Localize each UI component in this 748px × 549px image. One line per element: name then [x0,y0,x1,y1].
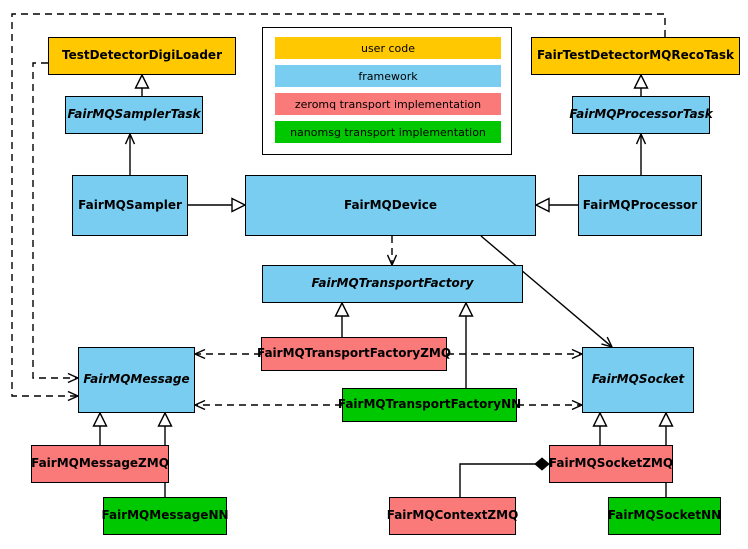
class-box-fairmqsamplertask[interactable]: FairMQSamplerTask [65,96,203,134]
class-box-fairmqtransportfactory[interactable]: FairMQTransportFactory [262,265,523,303]
class-name-label: FairMQMessageZMQ [31,456,169,471]
class-box-fairmqtransportfactoryzmq[interactable]: FairMQTransportFactoryZMQ [257,337,451,371]
edge-line [480,235,611,347]
legend-item-label: user code [360,41,416,55]
open-arrowhead [571,399,584,411]
class-name-label: FairMQSocketZMQ [548,456,674,471]
generalization-arrowhead [658,411,674,427]
generalization-arrowhead [157,411,173,427]
class-box-fairmqmessagenn[interactable]: FairMQMessageNN [101,497,229,535]
class-name-label: FairMQSamplerTask [67,107,201,122]
class-box-fairmqcontextzmq[interactable]: FairMQContextZMQ [387,497,518,535]
class-name-label: FairMQTransportFactoryZMQ [256,346,452,361]
class-box-fairmqmessage[interactable]: FairMQMessage [78,347,195,413]
open-arrowhead [193,348,206,360]
class-box-fairtestdetectormqrecotask[interactable]: FairTestDetectorMQRecoTask [531,37,740,75]
class-name-label: FairMQProcessor [582,197,698,212]
legend-item-zeromq: zeromq transport implementation [275,93,501,115]
edge-line [459,463,535,497]
class-name-label: FairMQMessage [83,372,190,387]
class-box-fairmqdevice[interactable]: FairMQDevice [245,175,536,236]
legend-item-label: zeromq transport implementation [294,97,482,111]
edge-line [11,13,666,397]
class-name-label: FairTestDetectorMQRecoTask [537,48,734,63]
class-name-label: FairMQTransportFactoryNN [337,397,522,412]
generalization-arrowhead [633,73,649,89]
class-name-label: FairMQTransportFactory [311,276,474,291]
class-name-label: FairMQSocket [591,372,685,387]
composition-diamond [534,457,550,471]
generalization-arrowhead [134,73,150,89]
open-arrowhead [386,254,398,267]
class-name-label: FairMQDevice [343,197,438,212]
class-box-fairmqsocketnn[interactable]: FairMQSocketNN [608,497,721,535]
edge-line [32,62,76,379]
class-box-fairmqprocessor[interactable]: FairMQProcessor [578,175,702,236]
legend-item-label: nanomsg transport implementation [290,125,486,139]
class-box-fairmqmessagezmq[interactable]: FairMQMessageZMQ [31,445,169,483]
class-name-label: FairMQMessageNN [101,508,229,523]
legend-item-nanomsg: nanomsg transport implementation [275,121,501,143]
class-box-fairmqsocketzmq[interactable]: FairMQSocketZMQ [549,445,673,483]
generalization-arrowhead [92,411,108,427]
class-box-fairmqtransportfactorynn[interactable]: FairMQTransportFactoryNN [338,388,521,422]
class-name-label: TestDetectorDigiLoader [61,48,222,63]
class-name-label: FairMQSocketNN [607,508,722,523]
class-name-label: FairMQProcessorTask [569,107,713,122]
open-arrowhead [635,132,647,145]
legend-item-label: framework [358,69,418,83]
generalization-arrowhead [592,411,608,427]
generalization-arrowhead [534,197,550,213]
class-box-fairmqsocket[interactable]: FairMQSocket [582,347,694,413]
class-box-fairmqsampler[interactable]: FairMQSampler [72,175,188,236]
generalization-arrowhead [231,197,247,213]
legend-item-framework: framework [275,65,501,87]
generalization-arrowhead [334,301,350,317]
generalization-arrowhead [458,301,474,317]
class-box-fairmqprocessortask[interactable]: FairMQProcessorTask [569,96,713,134]
open-arrowhead [124,132,136,145]
legend-panel: user code framework zeromq transport imple… [262,27,512,155]
class-name-label: FairMQContextZMQ [386,508,519,523]
class-name-label: FairMQSampler [78,197,182,212]
open-arrowhead [193,399,206,411]
legend-item-user: user code [275,37,501,59]
class-box-testdetectordigiloader[interactable]: TestDetectorDigiLoader [48,37,236,75]
